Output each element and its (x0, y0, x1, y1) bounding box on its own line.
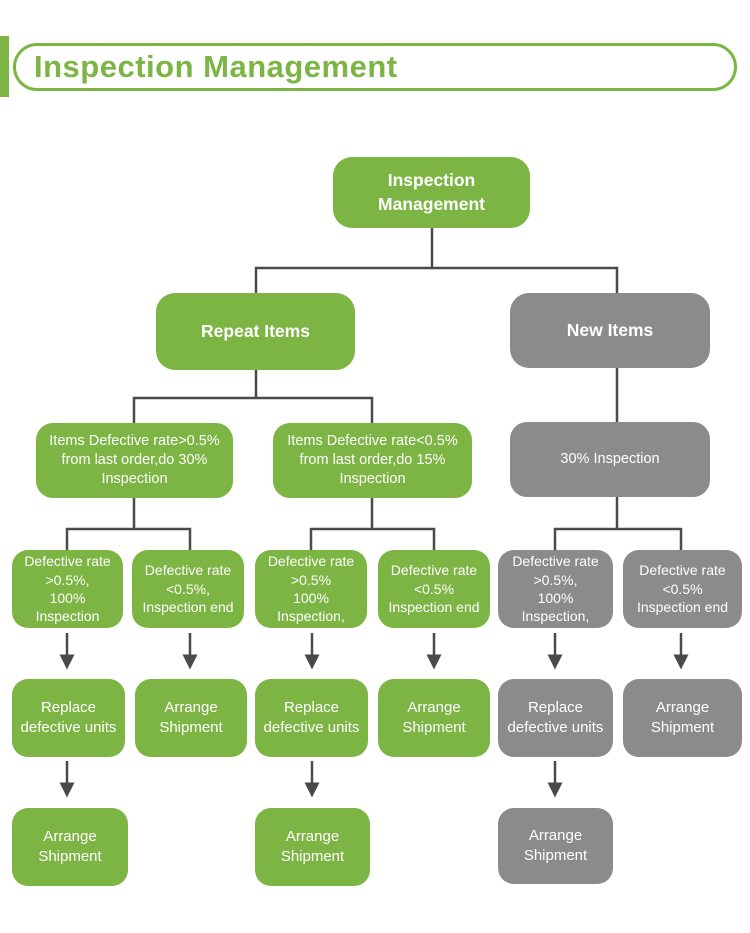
header-outline (13, 43, 737, 91)
node-defective-gt-100pct-2: Defective rate >0.5% 100% Inspection, (255, 550, 367, 628)
node-defective-lt-end-3: Defective rate <0.5% Inspection end (623, 550, 742, 628)
node-replace-defective-3: Replace defective units (498, 679, 613, 757)
node-defective-lt-end-1: Defective rate <0.5%, Inspection end (132, 550, 244, 628)
edge-a-rail (65, 527, 192, 550)
node-replace-defective-2: Replace defective units (255, 679, 368, 757)
node-repeat-low-rate: Items Defective rate<0.5% from last orde… (273, 423, 472, 498)
node-repeat-items: Repeat Items (156, 293, 355, 370)
header-accent-bar (0, 36, 9, 97)
node-arrange-shipment-final-2: Arrange Shipment (255, 808, 370, 886)
edge-root-rail (254, 266, 619, 293)
node-arrange-shipment-3: Arrange Shipment (623, 679, 742, 757)
node-new-items: New Items (510, 293, 710, 368)
node-replace-defective-1: Replace defective units (12, 679, 125, 757)
node-defective-lt-end-2: Defective rate <0.5% Inspection end (378, 550, 490, 628)
node-new-30pct-inspection: 30% Inspection (510, 422, 710, 497)
edge-b-rail (309, 527, 436, 550)
node-defective-gt-100pct-1: Defective rate >0.5%, 100% Inspection (12, 550, 123, 628)
node-arrange-shipment-final-1: Arrange Shipment (12, 808, 128, 886)
node-repeat-high-rate: Items Defective rate>0.5% from last orde… (36, 423, 233, 498)
edge-c-rail (553, 527, 683, 550)
page-title: Inspection Management (34, 49, 398, 84)
node-arrange-shipment-2: Arrange Shipment (378, 679, 490, 757)
edge-repeat-rail (132, 396, 374, 423)
node-arrange-shipment-1: Arrange Shipment (135, 679, 247, 757)
node-defective-gt-100pct-3: Defective rate >0.5%, 100% Inspection, (498, 550, 613, 628)
node-inspection-management: Inspection Management (333, 157, 530, 228)
node-arrange-shipment-final-3: Arrange Shipment (498, 808, 613, 884)
